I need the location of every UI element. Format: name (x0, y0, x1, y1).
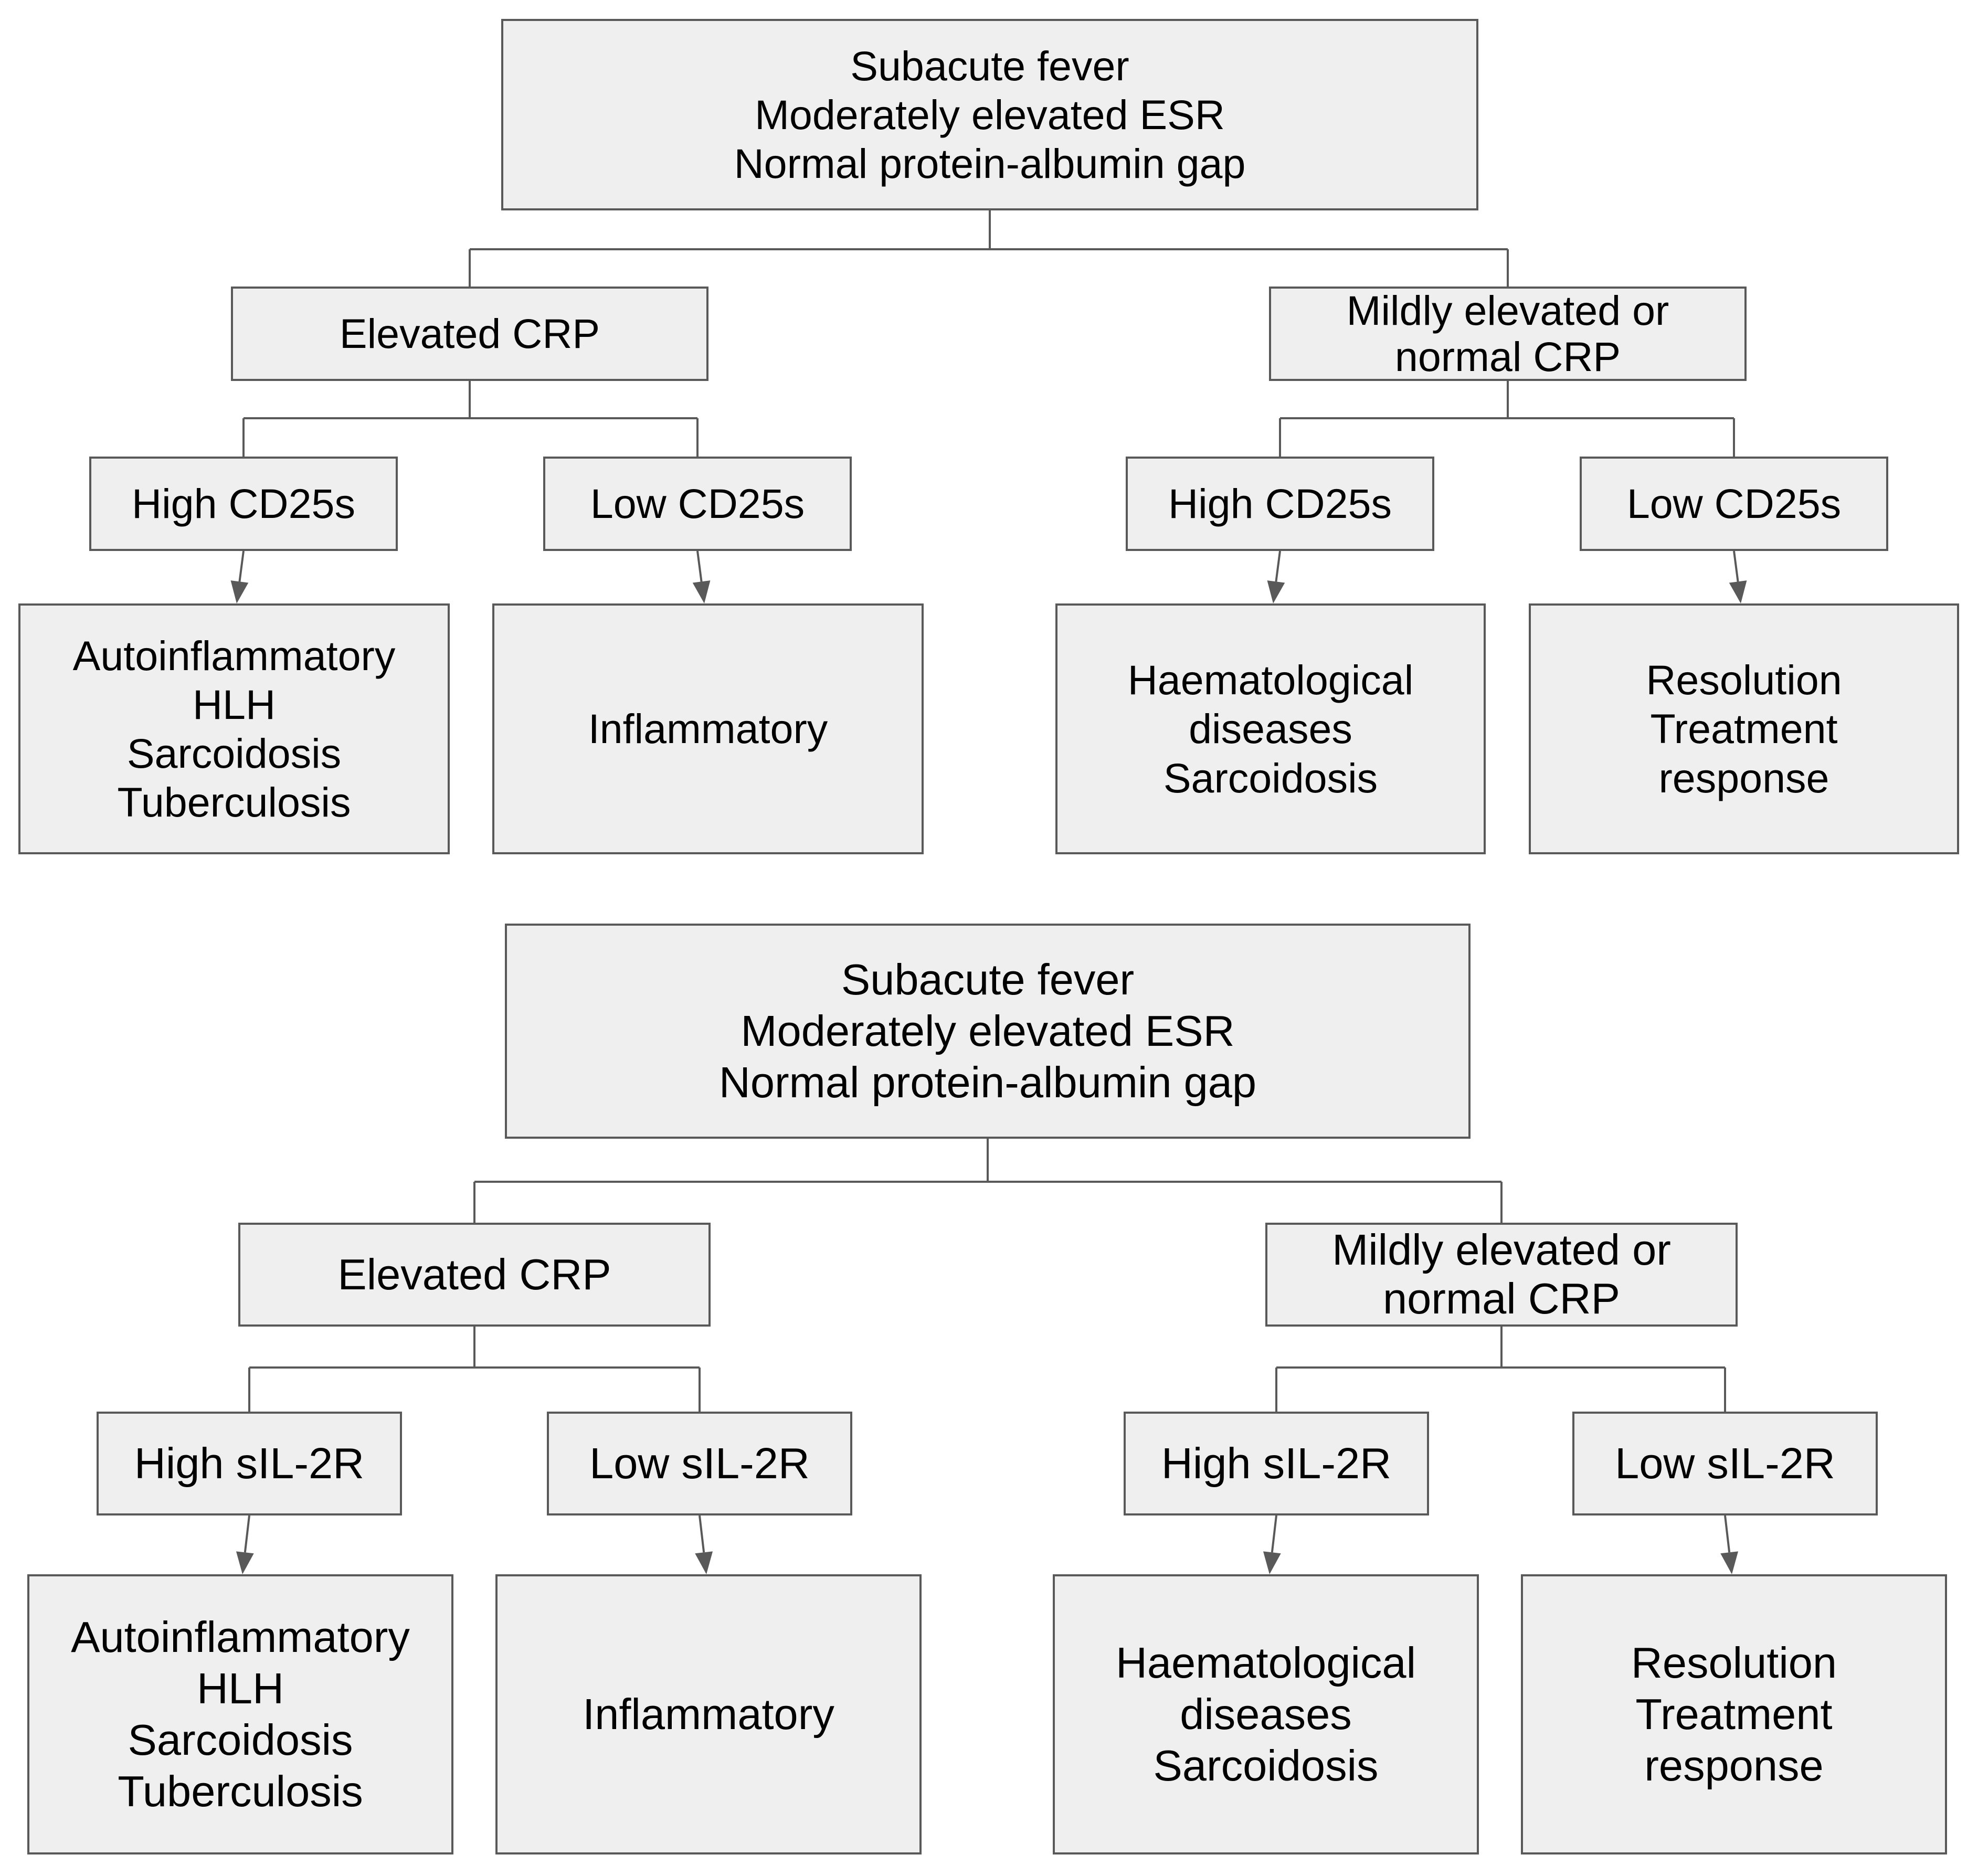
diagram-1-right-low-marker-box: Low CD25s (1580, 457, 1888, 551)
diagram-1-arrow-left-high-head (230, 580, 249, 603)
diagram-2-root-box-line-3: Normal protein-albumin gap (718, 1057, 1257, 1107)
diagram-2-arrow-right-high-head (1263, 1551, 1281, 1574)
diagram-2-left-high-outcome-box-line-1: Autoinflammatory (71, 1613, 410, 1662)
diagram-2-elevated-crp-box-line-1: Elevated CRP (337, 1250, 611, 1299)
diagram-2-right-high-outcome-box-line-3: Sarcoidosis (1153, 1741, 1379, 1790)
diagram-2-right-low-outcome-box-line-3: response (1644, 1741, 1824, 1790)
diagram-2-right-low-marker-box-line-1: Low sIL-2R (1615, 1439, 1835, 1488)
diagram-1-right-high-outcome-box-line-2: diseases (1189, 705, 1352, 752)
diagram-1-arrow-right-low-shaft (1733, 550, 1739, 582)
diagram-1-arrow-right-high-shaft (1275, 550, 1281, 582)
diagram-1-left-low-outcome-box-line-1: Inflammatory (588, 705, 828, 752)
diagram-2-left-high-outcome-box-line-3: Sarcoidosis (128, 1715, 353, 1764)
diagram-1-right-low-outcome-box-line-1: Resolution (1646, 656, 1842, 704)
diagram-1-left-high-outcome-box-line-3: Sarcoidosis (126, 730, 342, 777)
diagram-1-right-low-outcome-box-line-3: response (1658, 754, 1829, 801)
diagram-2-left-high-outcome-box-line-2: HLH (196, 1664, 284, 1713)
diagram-2-arrow-left-high-shaft (244, 1515, 250, 1553)
diagram-1-mild-normal-crp-box-line-1: Mildly elevated or (1346, 287, 1669, 334)
diagram-1-left-high-marker-box-line-1: High CD25s (132, 480, 355, 527)
diagram-1-arrow-right-high-head (1267, 580, 1285, 603)
diagram-1-root-box-line-3: Normal protein-albumin gap (734, 140, 1246, 187)
diagram-2-mild-normal-crp-box-line-1: Mildly elevated or (1332, 1225, 1671, 1275)
diagram-2-arrow-left-low-shaft (699, 1515, 705, 1553)
diagram-1-left-high-outcome-box-line-1: Autoinflammatory (72, 632, 396, 679)
diagram-2-mild-normal-crp-box-line-2: normal CRP (1382, 1274, 1620, 1323)
diagram-2-left-low-marker-box: Low sIL-2R (547, 1412, 852, 1515)
diagram-2-left-low-outcome-box: Inflammatory (495, 1574, 922, 1854)
diagram-2-left-high-marker-box-line-1: High sIL-2R (134, 1439, 365, 1488)
diagram-2-arrow-right-high-shaft (1271, 1515, 1277, 1553)
diagram-1-left-low-marker-box-line-1: Low CD25s (590, 480, 805, 527)
diagram-2-right-high-marker-box-line-1: High sIL-2R (1161, 1439, 1392, 1488)
diagram-1-arrow-right-low-head (1729, 580, 1747, 603)
diagram-1-elevated-crp-box: Elevated CRP (231, 287, 708, 381)
diagram-2-right-low-outcome-box-line-1: Resolution (1631, 1638, 1837, 1688)
diagram-2-left-high-marker-box: High sIL-2R (97, 1412, 402, 1515)
diagram-1-elevated-crp-box-line-1: Elevated CRP (339, 310, 600, 357)
diagram-2-right-high-outcome-box-line-2: diseases (1180, 1690, 1352, 1739)
diagram-2-right-high-outcome-box-line-1: Haematological (1115, 1638, 1416, 1688)
diagram-1-left-low-outcome-box: Inflammatory (492, 603, 924, 854)
diagram-1-left-high-outcome-box-line-2: HLH (192, 681, 276, 728)
diagram-2-left-high-outcome-box-line-4: Tuberculosis (118, 1766, 363, 1816)
diagram-1-right-high-marker-box-line-1: High CD25s (1168, 480, 1392, 527)
diagram-1-arrow-left-high-shaft (238, 550, 245, 582)
diagram-2-elevated-crp-box: Elevated CRP (238, 1223, 711, 1327)
diagram-1-left-high-marker-box: High CD25s (89, 457, 398, 551)
diagram-2-arrow-right-low-head (1720, 1551, 1739, 1574)
diagram-1-right-low-outcome-box-line-2: Treatment (1650, 705, 1838, 752)
diagram-1-root-box-line-2: Moderately elevated ESR (755, 91, 1225, 138)
diagram-2-root-box-line-2: Moderately elevated ESR (741, 1006, 1235, 1056)
diagram-2-left-low-outcome-box-line-1: Inflammatory (583, 1690, 834, 1739)
diagram-2-right-high-marker-box: High sIL-2R (1124, 1412, 1429, 1515)
diagram-1-arrow-left-low-shaft (696, 550, 703, 582)
diagram-1-left-low-marker-box: Low CD25s (543, 457, 852, 551)
diagram-2-left-low-marker-box-line-1: Low sIL-2R (589, 1439, 810, 1488)
diagram-2-right-low-marker-box: Low sIL-2R (1572, 1412, 1878, 1515)
diagram-2-arrow-right-low-shaft (1724, 1515, 1731, 1553)
diagram-1-right-high-outcome-box-line-3: Sarcoidosis (1163, 754, 1378, 801)
diagram-1-left-high-outcome-box-line-4: Tuberculosis (117, 779, 351, 826)
diagram-1-mild-normal-crp-box-line-2: normal CRP (1394, 333, 1621, 380)
diagram-1-arrow-left-low-head (692, 580, 711, 603)
diagram-2-root-box-line-1: Subacute fever (841, 955, 1135, 1004)
diagram-1-right-low-marker-box-line-1: Low CD25s (1626, 480, 1842, 527)
diagram-1-right-high-outcome-box-line-1: Haematological (1127, 656, 1414, 704)
diagram-2-right-low-outcome-box-line-2: Treatment (1635, 1690, 1833, 1739)
diagram-1-root-box-line-1: Subacute fever (850, 42, 1129, 89)
diagram-2-arrow-left-high-head (236, 1551, 254, 1574)
diagram-1-right-high-marker-box: High CD25s (1126, 457, 1434, 551)
diagram-2-arrow-left-low-head (695, 1551, 713, 1574)
